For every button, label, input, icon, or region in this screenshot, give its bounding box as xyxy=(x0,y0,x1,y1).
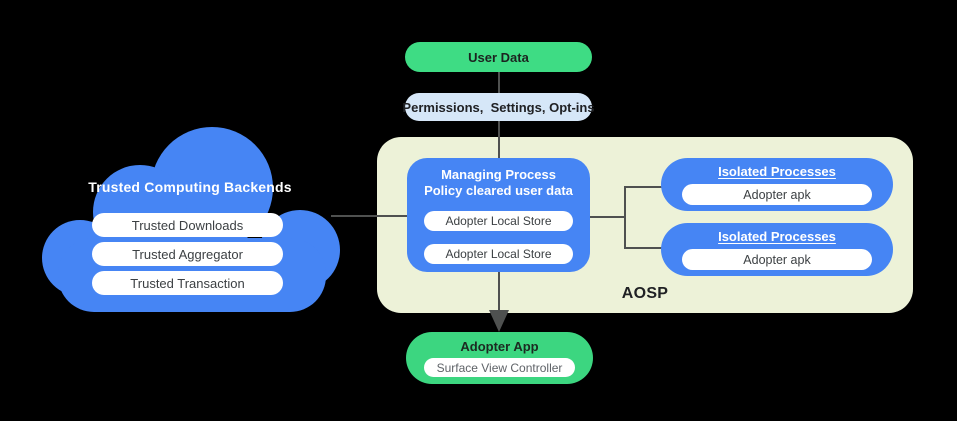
connector-cloud-managing xyxy=(331,215,408,217)
adopter-apk-pill: Adopter apk xyxy=(682,184,872,205)
user-data-pill: User Data xyxy=(405,42,592,72)
managing-process-title: Managing Process Policy cleared user dat… xyxy=(407,167,590,199)
managing-process-box: Managing Process Policy cleared user dat… xyxy=(407,158,590,272)
aosp-label: AOSP xyxy=(621,285,669,302)
adopter-apk-pill: Adopter apk xyxy=(682,249,872,270)
connector-managing-branch xyxy=(589,216,626,218)
cloud-item-trusted-downloads: Trusted Downloads xyxy=(92,213,283,237)
surface-view-controller-pill: Surface View Controller xyxy=(424,358,575,377)
connector-managing-adopterapp xyxy=(498,272,500,312)
isolated-process-box: Isolated Processes Adopter apk xyxy=(661,158,893,211)
isolated-process-box: Isolated Processes Adopter apk xyxy=(661,223,893,276)
managing-process-title-line1: Managing Process xyxy=(441,167,556,182)
cloud-item-trusted-transaction: Trusted Transaction xyxy=(92,271,283,295)
connector-permissions-managing xyxy=(498,121,500,159)
permissions-pill: Permissions, Settings, Opt-ins xyxy=(402,93,595,121)
connector-branch-top xyxy=(624,186,662,188)
down-arrow-icon xyxy=(489,310,509,332)
adopter-local-store-pill: Adopter Local Store xyxy=(424,211,573,231)
isolated-process-title: Isolated Processes xyxy=(718,229,836,244)
adopter-app-box: Adopter App Surface View Controller xyxy=(406,332,593,384)
cloud-title: Trusted Computing Backends xyxy=(88,179,292,195)
connector-userdata-permissions xyxy=(498,72,500,93)
adopter-local-store-pill: Adopter Local Store xyxy=(424,244,573,264)
cloud-item-trusted-aggregator: Trusted Aggregator xyxy=(92,242,283,266)
isolated-process-title: Isolated Processes xyxy=(718,164,836,179)
trusted-computing-cloud: Trusted Computing Backends Trusted Downl… xyxy=(40,115,340,320)
managing-process-title-line2: Policy cleared user data xyxy=(424,183,573,198)
connector-branch-vertical xyxy=(624,186,626,249)
adopter-app-title: Adopter App xyxy=(460,339,539,354)
connector-branch-bottom xyxy=(624,247,662,249)
